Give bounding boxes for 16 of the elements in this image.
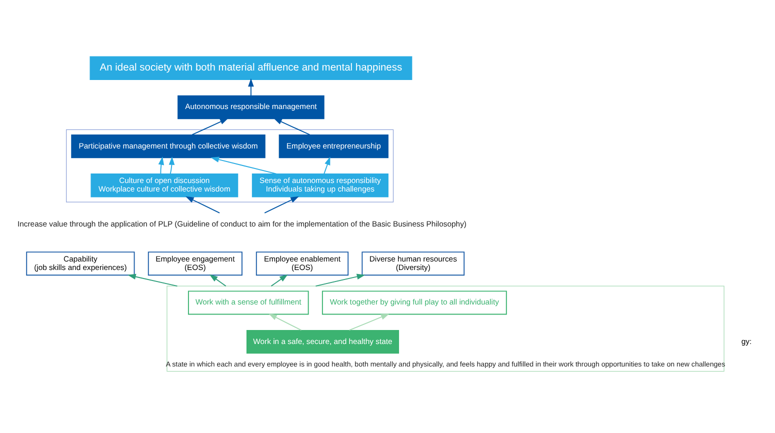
arrow: [192, 118, 228, 136]
arrow: [268, 314, 302, 331]
node-box: An ideal society with both material affluence and mental happiness: [90, 56, 412, 80]
arrow: [248, 78, 254, 96]
arrow: [168, 156, 175, 174]
arrow: [274, 118, 310, 136]
arrow: [348, 314, 390, 331]
arrow: [209, 274, 226, 287]
arrow: [315, 274, 366, 287]
arrow: [324, 156, 330, 174]
arrow: [270, 274, 288, 287]
arrow: [210, 156, 277, 174]
arrow: [158, 156, 164, 174]
arrow: [186, 196, 220, 214]
arrow: [128, 274, 178, 287]
arrow: [264, 196, 299, 214]
